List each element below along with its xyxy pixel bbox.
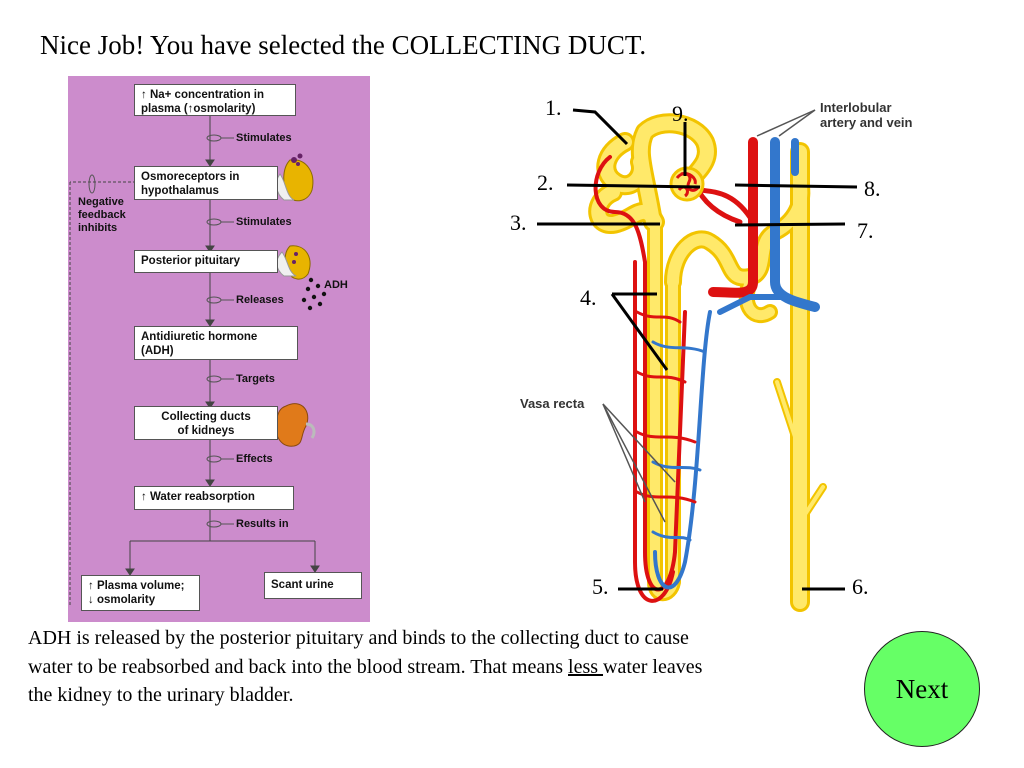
box-posterior-pituitary: Posterior pituitary: [134, 250, 278, 273]
paragraph-text: water leaves the kidney to the urinary b…: [28, 655, 703, 707]
paragraph-underlined: less: [568, 655, 604, 678]
neg-text: Negative: [78, 196, 124, 208]
label-number-6: 6.: [852, 574, 869, 599]
box-text: plasma (↑osmolarity): [141, 103, 256, 115]
box-scant-urine: Scant urine: [264, 572, 362, 599]
pituitary-icon: [276, 153, 314, 280]
box-text: Osmoreceptors in: [141, 171, 240, 183]
label-leader-lines: [602, 109, 816, 523]
nephron-tubule-fill: [591, 116, 825, 609]
box-text: ↓ osmolarity: [88, 594, 156, 606]
nephron-diagram: [537, 108, 858, 612]
arrow-label-results-in: Results in: [236, 518, 289, 530]
box-water-reabsorption: ↑ Water reabsorption: [134, 486, 294, 510]
pointer-lines: [537, 108, 858, 591]
glomerulus: [669, 166, 705, 202]
vasa-recta-label: Vasa recta: [520, 396, 585, 411]
adh-label: ADH: [324, 279, 348, 291]
kidney-icon: [275, 403, 316, 447]
box-text: (ADH): [141, 345, 174, 357]
label-number-1: 1.: [545, 95, 562, 120]
page-title: Nice Job! You have selected the COLLECTI…: [40, 30, 647, 60]
box-text: hypothalamus: [141, 185, 219, 197]
interlobular-label: Interlobular artery and vein: [820, 100, 913, 130]
box-collecting-ducts: Collecting ducts of kidneys: [134, 406, 278, 440]
box-osmoreceptors: Osmoreceptors in hypothalamus: [134, 166, 278, 200]
box-text: ↑ Plasma volume;: [88, 580, 185, 592]
label-number-9: 9.: [672, 101, 689, 126]
arrow-label-stimulates: Stimulates: [236, 216, 292, 228]
box-text: ↑ Na+ concentration in: [141, 89, 265, 101]
adh-dots: [301, 277, 327, 311]
negative-feedback-label: Negative feedback inhibits: [78, 196, 126, 235]
paragraph-text: ADH is released by the posterior pituita…: [28, 627, 689, 678]
nephron-tubule-outline: [588, 113, 827, 612]
arrow-label-effects: Effects: [236, 453, 273, 465]
explanation-paragraph: ADH is released by the posterior pituita…: [28, 624, 708, 710]
arrow-label-stimulates: Stimulates: [236, 132, 292, 144]
arrow-label-releases: Releases: [236, 294, 284, 306]
label-number-8: 8.: [864, 176, 881, 201]
arrow-label-targets: Targets: [236, 373, 275, 385]
label-number-2: 2.: [537, 170, 554, 195]
interlobular-text: artery and vein: [820, 115, 913, 130]
neg-text: inhibits: [78, 222, 118, 234]
label-number-7: 7.: [857, 218, 874, 243]
box-antidiuretic-hormone: Antidiuretic hormone (ADH): [134, 326, 298, 360]
adh-flowchart: ↑ Na+ concentration in plasma (↑osmolari…: [68, 76, 370, 622]
box-plasma-volume: ↑ Plasma volume; ↓ osmolarity: [81, 575, 200, 611]
label-number-3: 3.: [510, 210, 527, 235]
label-number-5: 5.: [592, 574, 609, 599]
box-text: of kidneys: [177, 425, 235, 437]
blood-vessels: [593, 137, 820, 603]
next-button[interactable]: Next: [864, 631, 980, 747]
box-text: Collecting ducts: [161, 411, 251, 423]
neg-text: feedback: [78, 209, 126, 221]
box-sodium-concentration: ↑ Na+ concentration in plasma (↑osmolari…: [134, 84, 296, 116]
flowchart-arrows: [69, 114, 327, 606]
interlobular-text: Interlobular: [820, 100, 892, 115]
label-number-4: 4.: [580, 285, 597, 310]
box-text: Antidiuretic hormone: [141, 331, 258, 343]
